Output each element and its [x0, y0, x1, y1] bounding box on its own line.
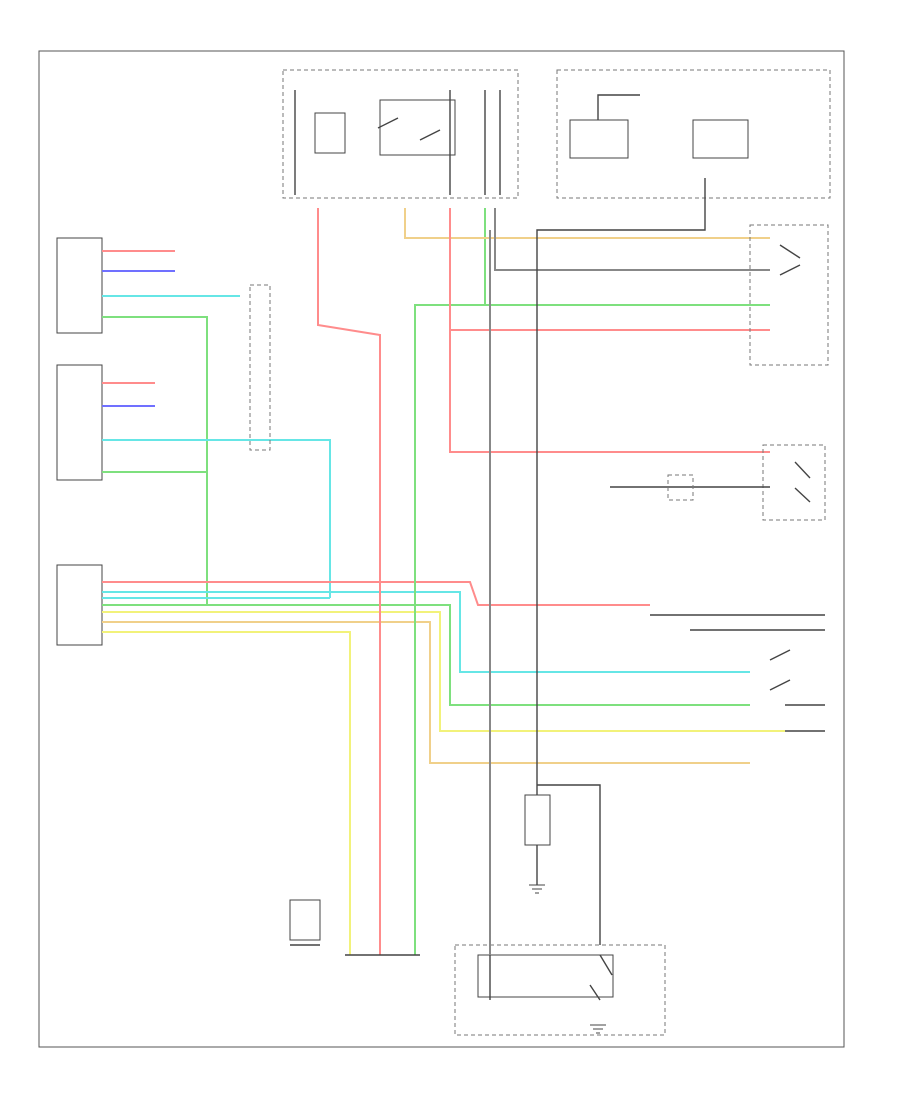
control-unit-upper: [56, 237, 240, 605]
data-link-connector: [289, 899, 420, 956]
control-unit-lower: [56, 364, 331, 598]
ground-symbol-battery: [529, 884, 545, 894]
wire-red-brake: [449, 330, 770, 453]
park-neutral-switch: [749, 224, 829, 366]
fuse-relay-box: [282, 69, 519, 199]
powertrain-control-module: [56, 564, 785, 955]
wire-red-main: [317, 208, 381, 955]
wire-tan-feed: [404, 208, 770, 239]
starter-motor: [454, 944, 666, 1036]
wire-black-battery: [536, 200, 706, 795]
fuse-box-right: [556, 69, 831, 200]
battery: [524, 784, 601, 945]
diagram-frame: [38, 50, 845, 1048]
transmission-range-switch: [650, 614, 825, 732]
splice-connector: [249, 284, 271, 451]
brake-pedal-switch: [610, 444, 826, 521]
ground-symbol-starter: [590, 1024, 606, 1034]
wire-gray-feed: [494, 208, 770, 271]
